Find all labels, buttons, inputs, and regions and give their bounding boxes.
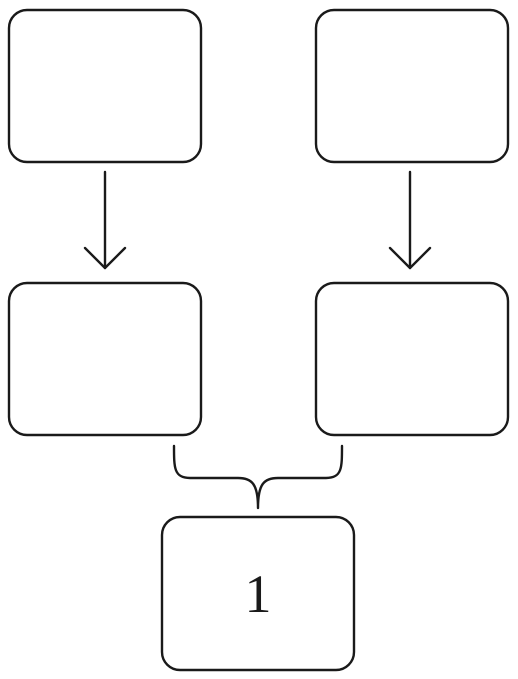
arrow-left-head bbox=[83, 246, 127, 270]
box-middle-left bbox=[7, 281, 203, 437]
arrow-right-down bbox=[388, 170, 432, 270]
box-top-right bbox=[314, 8, 510, 164]
box-bottom-label: 1 bbox=[245, 564, 272, 624]
box-middle-right bbox=[314, 281, 510, 437]
merge-brace bbox=[172, 444, 344, 510]
box-top-left bbox=[7, 8, 203, 164]
box-bottom bbox=[160, 515, 356, 672]
arrow-right-head bbox=[388, 246, 432, 270]
arrow-left-down bbox=[83, 170, 127, 270]
